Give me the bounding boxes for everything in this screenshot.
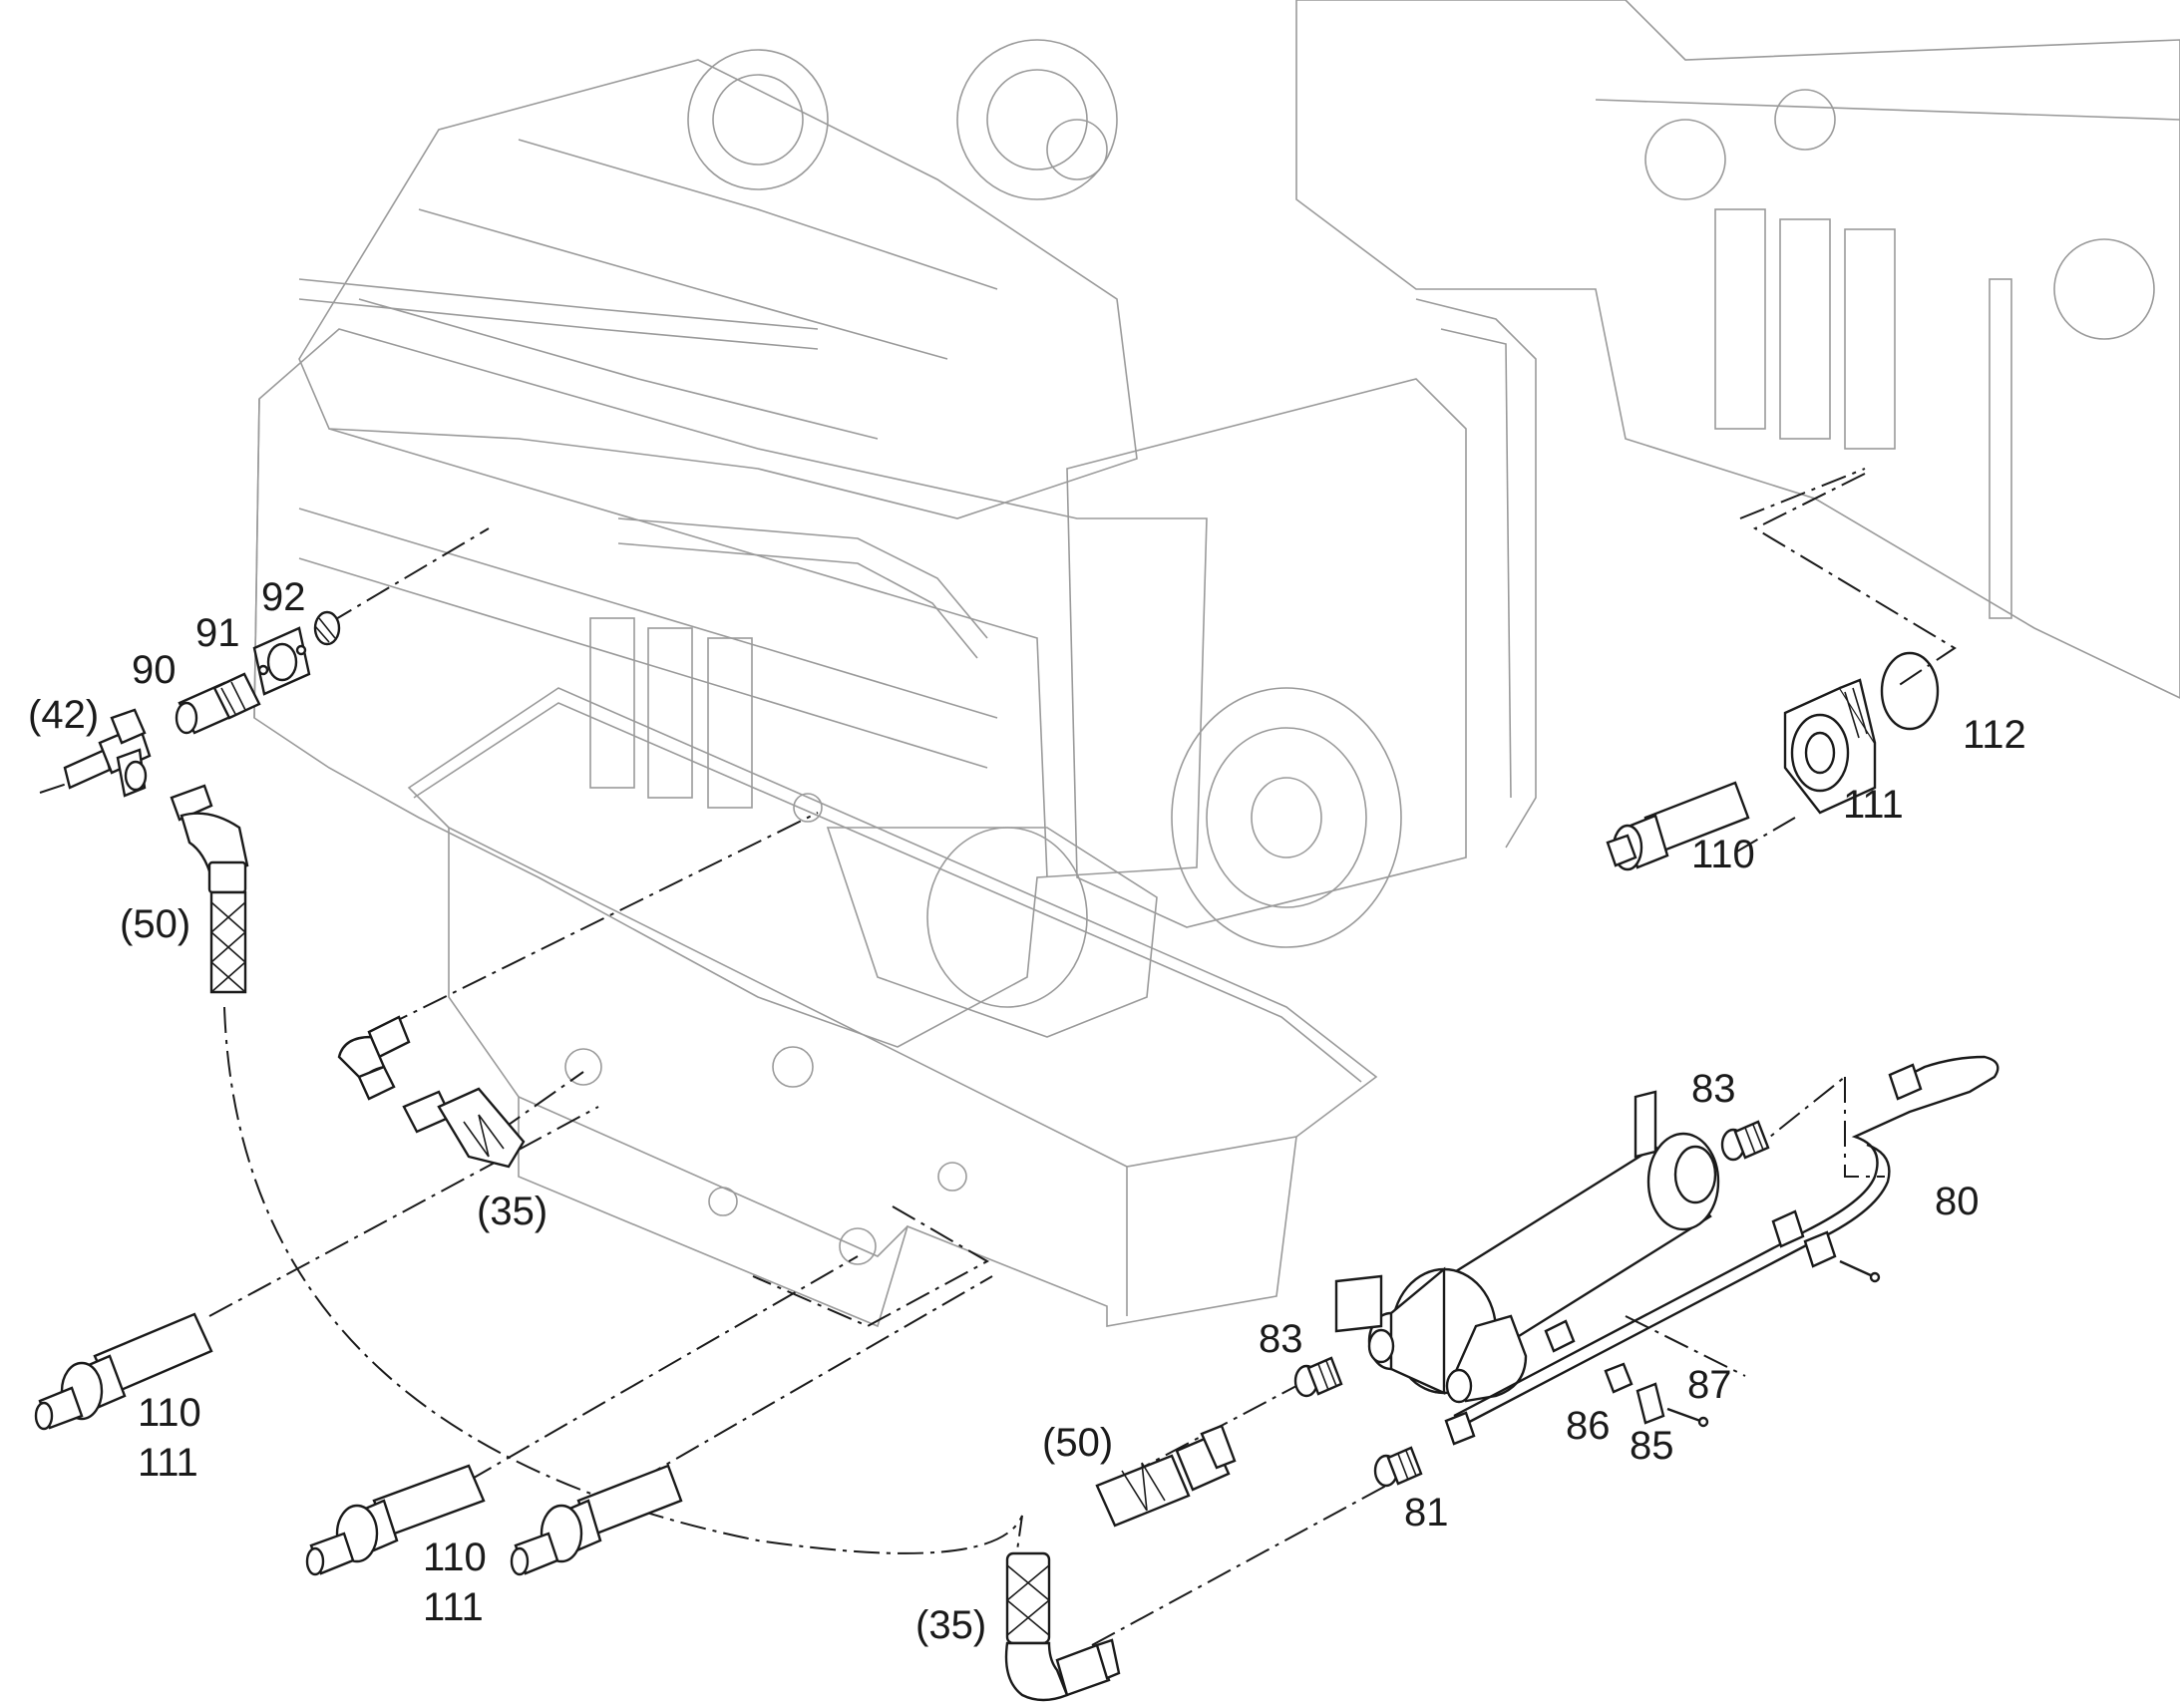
callout-83-left: 83 — [1259, 1317, 1303, 1361]
sensor-110-bottom-1[interactable] — [307, 1466, 484, 1574]
hose-50-upper[interactable] — [172, 786, 247, 992]
bush-111[interactable] — [1785, 680, 1875, 813]
callout-111-left: 111 — [138, 1441, 198, 1485]
callout-91: 91 — [195, 611, 240, 655]
callout-42: (42) — [28, 693, 99, 737]
callout-83-top: 83 — [1691, 1067, 1736, 1111]
adjacent-engine-outline — [1295, 0, 2180, 699]
clamp-86-upper[interactable] — [1546, 1321, 1632, 1392]
hose-50-lower[interactable] — [1097, 1426, 1235, 1526]
clamp-85[interactable] — [1637, 1384, 1663, 1423]
plug-92[interactable] — [315, 612, 339, 644]
callout-87: 87 — [1687, 1363, 1732, 1407]
sensor-110-right[interactable] — [1608, 783, 1748, 869]
callout-112: 112 — [1963, 713, 2026, 757]
callout-85: 85 — [1630, 1424, 1674, 1468]
hose-35-lower[interactable] — [1006, 1553, 1119, 1700]
callout-92: 92 — [261, 575, 306, 619]
callout-80: 80 — [1935, 1180, 1980, 1223]
hose-35-mid[interactable] — [404, 1089, 524, 1167]
callout-90: 90 — [132, 648, 177, 692]
engine-block-outline — [253, 39, 1537, 1328]
heat-exchanger[interactable] — [1336, 1092, 1718, 1402]
callout-110-right: 110 — [1691, 833, 1755, 876]
elbow-35-upper[interactable] — [339, 1017, 409, 1099]
fitting-81[interactable] — [1375, 1448, 1421, 1486]
sensor-110-bottom-2[interactable] — [512, 1466, 681, 1574]
callout-110-left: 110 — [138, 1391, 201, 1435]
o-ring-112[interactable] — [1882, 653, 1938, 729]
callout-110-bottom: 110 — [423, 1536, 487, 1579]
fitting-83-left[interactable] — [1295, 1358, 1341, 1396]
callout-50-lower: (50) — [1042, 1421, 1113, 1465]
callout-35-mid: (35) — [477, 1190, 547, 1233]
sensor-110-left[interactable] — [36, 1314, 211, 1429]
callout-50-upper: (50) — [120, 902, 190, 946]
callout-111-right: 111 — [1843, 783, 1904, 827]
fitting-83-top[interactable] — [1722, 1122, 1768, 1160]
callout-labels: (42) 90 91 92 (50) (35) 110 111 110 111 … — [28, 575, 2026, 1647]
tee-fitting-42[interactable] — [65, 710, 150, 796]
flange-91[interactable] — [254, 628, 309, 694]
pipe-80[interactable] — [1446, 1057, 1998, 1444]
adaptor-90[interactable] — [177, 674, 259, 733]
callout-86: 86 — [1566, 1404, 1611, 1448]
screw-87[interactable] — [1667, 1409, 1707, 1426]
callout-111-bottom: 111 — [423, 1585, 484, 1629]
callout-81: 81 — [1404, 1491, 1449, 1535]
clamp-86-lower[interactable] — [1773, 1211, 1879, 1281]
callout-35-lower: (35) — [915, 1603, 986, 1647]
